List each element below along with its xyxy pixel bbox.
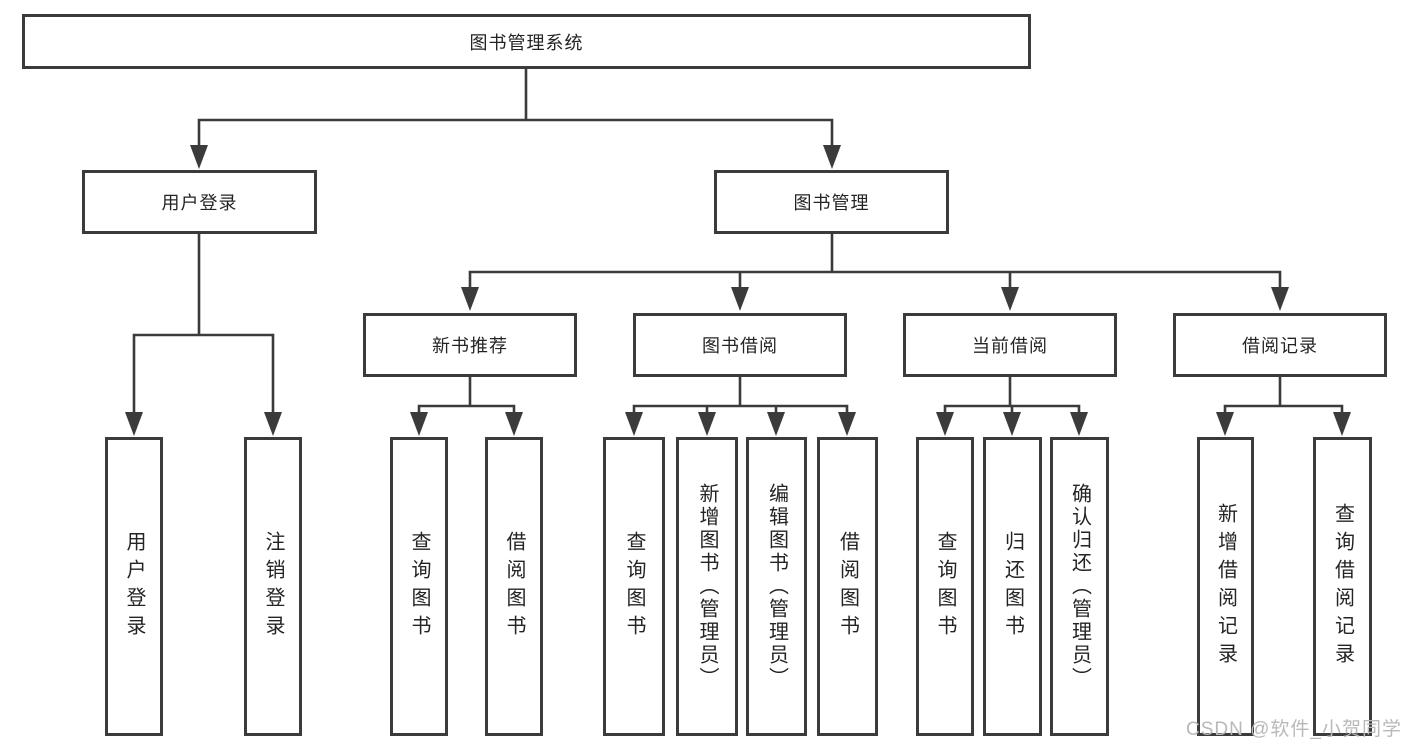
- arrowheads: [125, 145, 1351, 436]
- node-user-login-label: 用户登录: [161, 193, 238, 213]
- node-book-borrowing-label: 图书借阅: [702, 336, 778, 356]
- node-current-borrowing: 当前借阅: [903, 313, 1117, 377]
- node-library-system: 图书管理系统: [22, 14, 1031, 69]
- node-book-management-label: 图书管理: [793, 193, 870, 213]
- node-edit-book-admin: 编辑图书（管理员）: [746, 437, 807, 736]
- node-query-books-label: 查询图书: [408, 530, 430, 643]
- node-add-borrow-record-label: 新增借阅记录: [1214, 502, 1237, 671]
- node-add-book-admin-label: 新增图书（管理员）: [696, 483, 718, 690]
- node-borrowing-records-label: 借阅记录: [1242, 336, 1318, 356]
- node-add-borrow-record: 新增借阅记录: [1197, 437, 1254, 736]
- csdn-watermark: CSDN @软件_小贺同学: [1186, 719, 1402, 740]
- node-borrowing-records: 借阅记录: [1173, 313, 1387, 377]
- node-library-system-label: 图书管理系统: [469, 32, 584, 53]
- edges: [132, 69, 1344, 414]
- node-user-login: 用户登录: [82, 170, 317, 234]
- node-logout-label: 注销登录: [262, 530, 284, 643]
- node-login-label: 用户登录: [123, 530, 145, 643]
- node-query-books: 查询图书: [603, 437, 665, 736]
- node-return-book-label: 归还图书: [1001, 530, 1024, 643]
- node-login: 用户登录: [105, 437, 163, 736]
- node-query-books: 查询图书: [390, 437, 448, 736]
- node-borrow-books-label: 借阅图书: [503, 530, 525, 643]
- node-confirm-return-admin-label: 确认归还（管理员）: [1068, 483, 1091, 690]
- node-borrow-books: 借阅图书: [485, 437, 543, 736]
- node-edit-book-admin-label: 编辑图书（管理员）: [765, 483, 788, 690]
- node-return-book: 归还图书: [983, 437, 1042, 736]
- node-new-book-recommend: 新书推荐: [363, 313, 577, 377]
- node-query-borrow-record-label: 查询借阅记录: [1331, 502, 1354, 671]
- node-query-books-label: 查询图书: [623, 530, 645, 643]
- node-query-books: 查询图书: [916, 437, 974, 736]
- node-add-book-admin: 新增图书（管理员）: [676, 437, 738, 736]
- node-confirm-return-admin: 确认归还（管理员）: [1050, 437, 1109, 736]
- node-borrow-books: 借阅图书: [817, 437, 878, 736]
- node-book-management: 图书管理: [714, 170, 949, 234]
- node-borrow-books-label: 借阅图书: [836, 530, 859, 643]
- node-logout: 注销登录: [244, 437, 302, 736]
- node-query-books-label: 查询图书: [934, 530, 956, 643]
- node-book-borrowing: 图书借阅: [633, 313, 847, 377]
- node-query-borrow-record: 查询借阅记录: [1313, 437, 1372, 736]
- node-current-borrowing-label: 当前借阅: [972, 336, 1048, 356]
- node-new-book-recommend-label: 新书推荐: [432, 336, 508, 356]
